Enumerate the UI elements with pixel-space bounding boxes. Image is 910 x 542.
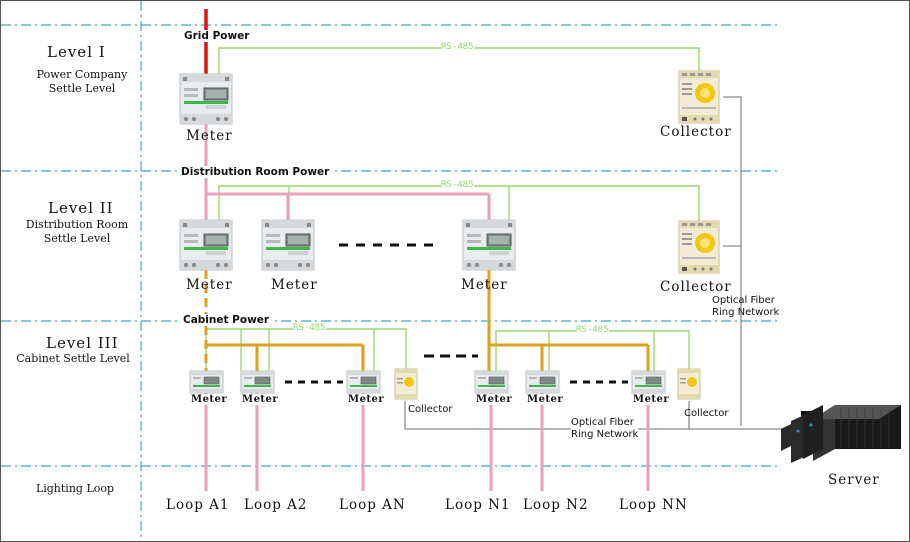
meter-cabinet-n2-label: Meter — [527, 394, 564, 405]
level-3-subtitle-line1: Cabinet Settle Level — [16, 352, 130, 365]
meter-level2-1 — [179, 219, 233, 271]
level-2-subtitle: Distribution Room Settle Level — [13, 218, 141, 246]
optical-fiber-label-bottom-line1: Optical Fiber — [571, 417, 634, 428]
meter-level2-n-label: Meter — [461, 277, 508, 293]
loop-nn-label: Loop NN — [619, 497, 688, 513]
loop-lines — [204, 393, 650, 491]
cabinet-power-label: Cabinet Power — [181, 314, 272, 326]
loop-a2-label: Loop A2 — [244, 497, 308, 513]
collector-cabinet-a-label: Collector — [408, 404, 453, 415]
optical-fiber-label-top-line2: Ring Network — [712, 307, 780, 318]
rs485-label-level3a: RS-485 — [293, 323, 326, 333]
meter-cabinet-n1-label: Meter — [476, 394, 513, 405]
rs485-label-level3n: RS-485 — [576, 325, 609, 335]
rs485-lines — [205, 47, 700, 371]
meter-cabinet-n1 — [474, 370, 509, 394]
ellipsis-dashes — [285, 243, 628, 384]
optical-fiber-label-bottom: Optical Fiber Ring Network — [571, 417, 639, 441]
optical-fiber-label-top: Optical Fiber Ring Network — [712, 295, 779, 319]
meter-level2-2-label: Meter — [271, 277, 318, 293]
collector-cabinet-n — [677, 368, 701, 400]
level-1-title: Level I — [47, 43, 106, 61]
meter-cabinet-n2 — [525, 370, 560, 394]
level-3-title: Level III — [46, 334, 119, 352]
optical-fiber-label-top-line1: Optical Fiber — [712, 295, 775, 306]
collector-level2-label: Collector — [660, 279, 732, 295]
server-icon — [781, 405, 901, 463]
collector-cabinet-a — [394, 368, 418, 400]
grid-power-label: Grid Power — [184, 30, 250, 42]
meter-cabinet-an — [346, 370, 381, 394]
distribution-power-label: Distribution Room Power — [179, 166, 332, 178]
meter-level1-label: Meter — [186, 128, 233, 144]
loop-n2-label: Loop N2 — [523, 497, 589, 513]
lighting-loop-label: Lighting Loop — [19, 482, 131, 496]
collector-level1-label: Collector — [660, 124, 732, 140]
loop-n1-label: Loop N1 — [445, 497, 511, 513]
meter-cabinet-a2-label: Meter — [242, 394, 279, 405]
meter-cabinet-a2 — [240, 370, 275, 394]
meter-level2-n — [462, 219, 516, 271]
meter-level1 — [179, 73, 233, 125]
loop-an-label: Loop AN — [339, 497, 406, 513]
server-label: Server — [828, 472, 880, 488]
rs485-label-level1: RS-485 — [441, 42, 474, 52]
collector-level1 — [678, 70, 720, 124]
level-dividers — [1, 1, 781, 541]
level-3-subtitle: Cabinet Settle Level — [5, 352, 141, 366]
meter-level2-1-label: Meter — [186, 277, 233, 293]
optical-fiber — [404, 96, 791, 430]
meter-cabinet-a1 — [189, 370, 224, 394]
collector-cabinet-n-label: Collector — [684, 408, 729, 419]
lighting-loop-label-text: Lighting Loop — [35, 482, 115, 495]
optical-fiber-label-bottom-line2: Ring Network — [571, 429, 639, 440]
collector-level2 — [678, 220, 720, 274]
level-2-title: Level II — [48, 199, 114, 217]
meter-cabinet-nn — [631, 370, 666, 394]
rs485-label-level2: RS-485 — [441, 180, 474, 190]
meter-cabinet-nn-label: Meter — [633, 394, 670, 405]
level-2-subtitle-line1: Distribution Room — [25, 218, 129, 231]
level-1-subtitle-line2: Settle Level — [48, 82, 116, 95]
meter-cabinet-a1-label: Meter — [191, 394, 228, 405]
meter-level2-2 — [261, 219, 315, 271]
level-2-subtitle-line2: Settle Level — [43, 232, 111, 245]
loop-a1-label: Loop A1 — [166, 497, 230, 513]
level-1-subtitle-line1: Power Company — [36, 68, 128, 81]
level-1-subtitle: Power Company Settle Level — [35, 68, 129, 96]
meter-cabinet-an-label: Meter — [348, 394, 385, 405]
